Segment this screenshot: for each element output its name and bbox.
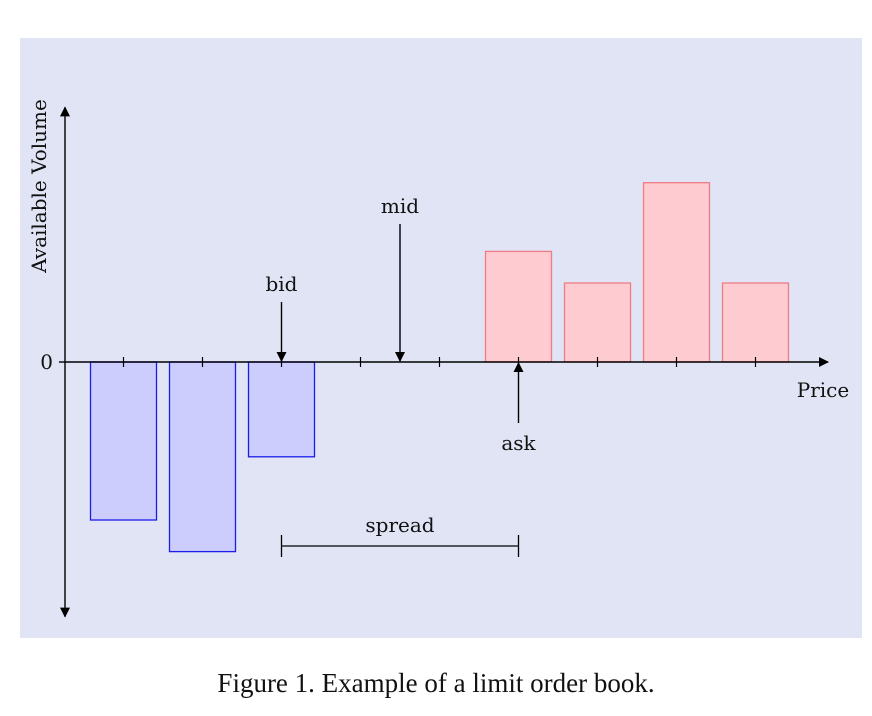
spread-label: spread [365,513,434,537]
mid-label: mid [381,194,419,218]
bid-bar-3 [247,361,316,458]
panel-background [20,38,862,638]
bid-bar-1 [89,361,158,521]
bars-layer [89,182,790,553]
x-axis-label: Price [797,378,849,402]
annotations-layer: bid mid ask spread [265,194,537,557]
bid-label: bid [265,272,297,296]
ask-bar-2 [563,282,632,363]
ask-bar-1 [484,250,553,363]
ask-bar-4 [721,282,790,363]
bid-bar-2 [168,361,237,553]
ask-bar-3 [642,182,711,363]
figure-caption: Figure 1. Example of a limit order book. [217,668,655,698]
ask-label: ask [501,431,536,455]
y-axis-label: Available Volume [27,99,51,274]
y-zero-label: 0 [40,350,53,374]
